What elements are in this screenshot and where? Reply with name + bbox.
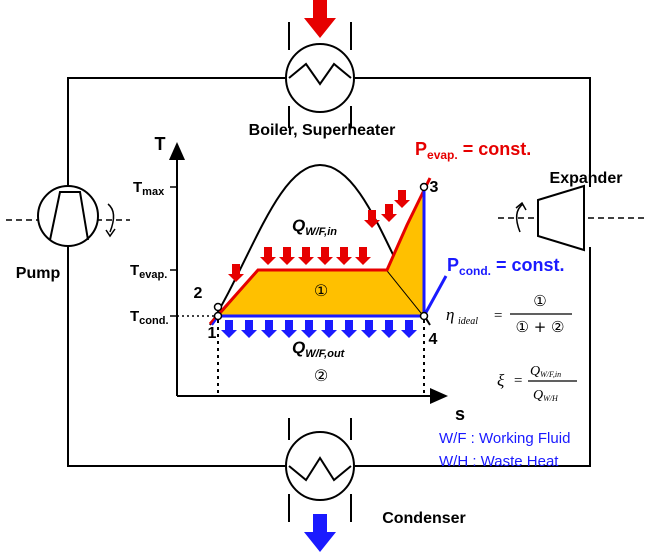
pump-symbol <box>6 185 130 247</box>
expander-rotation-icon <box>515 203 524 233</box>
svg-text:ξ: ξ <box>497 371 505 390</box>
heat-out-arrow <box>281 320 297 338</box>
cond-pressure-label: Pcond. = const. <box>447 255 565 278</box>
region-one-label: ① <box>314 281 328 300</box>
heat-in-arrow <box>381 204 397 222</box>
heat-out-arrow <box>341 320 357 338</box>
boiler-label: Boiler, Superheater <box>249 122 396 139</box>
state-4-label: 4 <box>429 331 438 348</box>
svg-text:①: ① <box>533 292 546 310</box>
y-axis-label: T <box>155 134 166 154</box>
expander-symbol <box>498 184 646 252</box>
superheat-region <box>387 190 424 316</box>
heat-out-arrow <box>241 320 257 338</box>
svg-text:QW/F,in: QW/F,in <box>530 364 561 379</box>
heat-in-arrow <box>394 190 410 208</box>
condenser-symbol <box>285 418 355 552</box>
heat-in-arrow <box>317 247 333 265</box>
state-points <box>213 182 429 321</box>
cycle-piping <box>67 77 591 467</box>
heat-out-arrow <box>321 320 337 338</box>
heat-in-arrows <box>228 190 410 282</box>
heat-out-arrow <box>401 320 417 338</box>
heat-input-arrow <box>304 0 336 38</box>
pump-rotation-icon <box>107 203 115 233</box>
heat-out-arrows <box>221 320 417 338</box>
pump-label: Pump <box>16 265 61 282</box>
heat-out-arrow <box>221 320 237 338</box>
t-cond-label: Tcond. <box>130 308 169 327</box>
svg-text:QW/H: QW/H <box>533 388 559 403</box>
legend-waste-heat: W/H : Waste Heat <box>439 453 559 470</box>
svg-text:ideal: ideal <box>458 316 478 327</box>
svg-text:=: = <box>493 308 503 324</box>
state-2-label: 2 <box>194 285 203 302</box>
boiler-symbol <box>285 0 355 128</box>
evap-pressure-label: Pevap. = const. <box>415 139 531 162</box>
heat-in-arrow <box>279 247 295 265</box>
xi-equation: ξ = QW/F,in QW/H <box>497 364 577 403</box>
heat-out-arrow <box>301 320 317 338</box>
region-two-label: ② <box>314 366 328 385</box>
heat-out-arrow <box>361 320 377 338</box>
heat-in-arrow <box>355 247 371 265</box>
q-out-label: QW/F,out <box>292 338 346 360</box>
heat-in-arrow <box>364 210 380 228</box>
heat-output-arrow <box>304 514 336 552</box>
q-in-label: QW/F,in <box>292 216 337 238</box>
condenser-label: Condenser <box>382 510 466 527</box>
heat-in-arrow <box>336 247 352 265</box>
svg-text:=: = <box>513 373 523 389</box>
expander-label: Expander <box>550 170 623 187</box>
legend-working-fluid: W/F : Working Fluid <box>439 430 570 447</box>
heat-in-arrow <box>228 264 244 282</box>
x-axis-label: s <box>455 404 465 424</box>
heat-in-arrow <box>298 247 314 265</box>
cond-pressure-line <box>422 275 448 317</box>
t-evap-label: Tevap. <box>130 262 167 281</box>
t-max-label: Tmax <box>133 179 165 198</box>
svg-text:① + ②: ① + ② <box>516 318 565 336</box>
heat-out-arrow <box>381 320 397 338</box>
heat-out-arrow <box>261 320 277 338</box>
heat-in-arrow <box>260 247 276 265</box>
evap-pressure-line <box>208 177 432 325</box>
state-3-label: 3 <box>430 179 439 196</box>
efficiency-equation: η ideal = ① ① + ② <box>446 292 572 336</box>
state-1-label: 1 <box>208 325 217 342</box>
svg-text:η: η <box>446 305 454 324</box>
